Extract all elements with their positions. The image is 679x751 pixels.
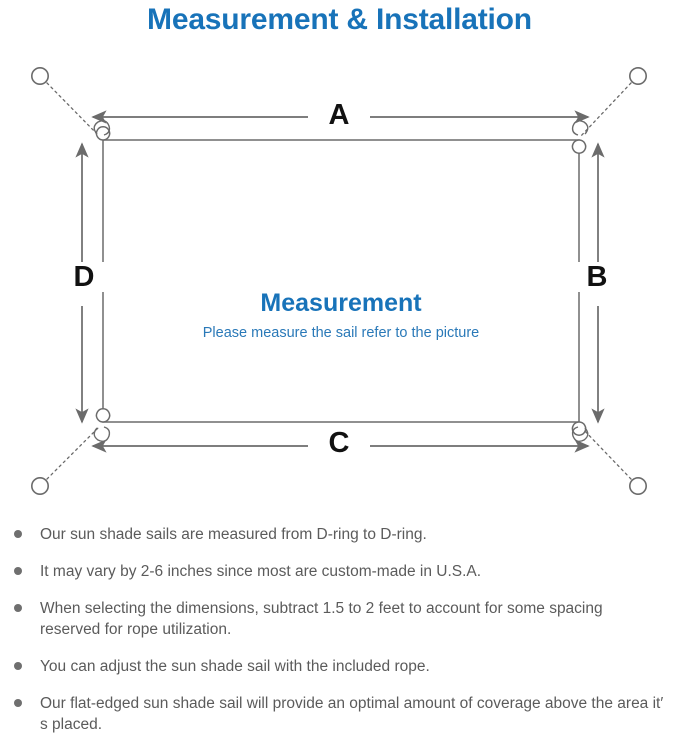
bullet-icon xyxy=(14,699,22,707)
bullet-icon xyxy=(14,530,22,538)
list-item: Our sun shade sails are measured from D-… xyxy=(10,524,665,545)
d-ring-bottom-left-icon xyxy=(95,408,111,423)
anchor-ring-top-right-icon xyxy=(628,66,647,85)
notes-list: Our sun shade sails are measured from D-… xyxy=(0,524,679,751)
list-item: Our flat-edged sun shade sail will provi… xyxy=(10,693,665,735)
d-ring-loop-top-right xyxy=(571,119,589,136)
bullet-icon xyxy=(14,662,22,670)
rope-line-bottom-right xyxy=(579,425,632,480)
list-item: You can adjust the sun shade sail with t… xyxy=(10,656,665,677)
note-text: You can adjust the sun shade sail with t… xyxy=(40,658,430,675)
note-text: When selecting the dimensions, subtract … xyxy=(40,600,603,638)
d-ring-top-left-icon xyxy=(95,126,111,141)
list-item: It may vary by 2-6 inches since most are… xyxy=(10,561,665,582)
rope-line-top-left xyxy=(46,82,101,138)
anchor-ring-bottom-right-icon xyxy=(628,476,647,495)
note-text: Our sun shade sails are measured from D-… xyxy=(40,526,427,543)
anchor-ring-bottom-left-icon xyxy=(30,476,49,495)
sail-rectangle xyxy=(102,139,580,423)
anchor-ring-top-left-icon xyxy=(30,66,49,85)
note-text: It may vary by 2-6 inches since most are… xyxy=(40,563,482,580)
d-ring-bottom-right-icon xyxy=(571,421,587,436)
rope-line-top-right xyxy=(579,82,632,138)
list-item: When selecting the dimensions, subtract … xyxy=(10,598,665,640)
note-text: Our flat-edged sun shade sail will provi… xyxy=(40,695,664,733)
sail-measurement-diagram: Measurement Please measure the sail refe… xyxy=(0,48,679,518)
rope-line-bottom-left xyxy=(46,425,101,480)
d-ring-loop-bottom-left xyxy=(93,426,111,443)
d-ring-top-right-icon xyxy=(571,139,587,154)
bullet-icon xyxy=(14,567,22,575)
page-title: Measurement & Installation xyxy=(147,3,532,36)
bullet-icon xyxy=(14,604,22,612)
